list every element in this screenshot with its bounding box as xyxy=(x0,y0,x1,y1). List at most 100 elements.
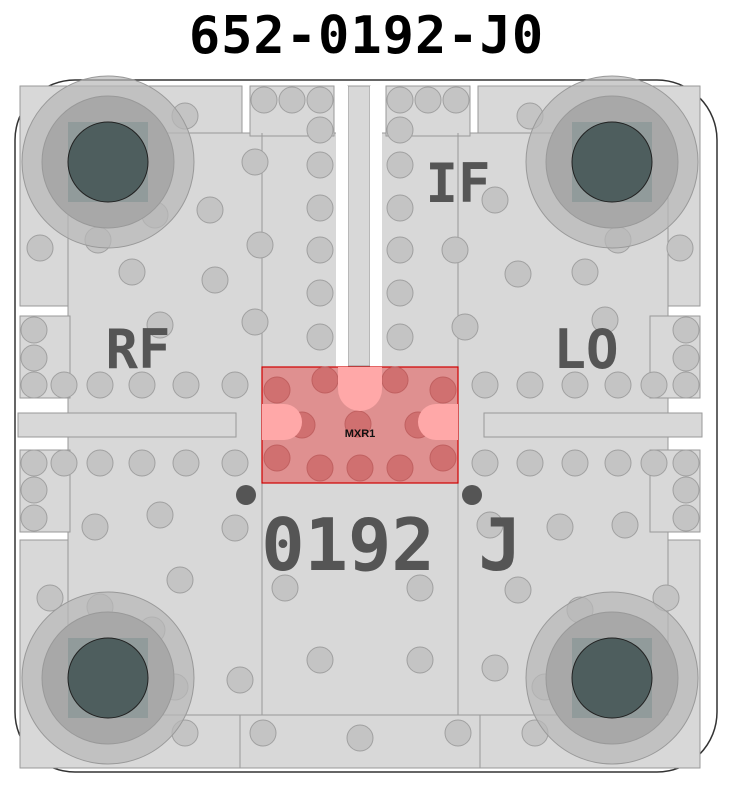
via xyxy=(306,279,334,307)
via xyxy=(386,116,414,144)
via xyxy=(611,511,639,539)
via xyxy=(146,311,174,339)
via xyxy=(241,148,269,176)
via xyxy=(20,316,48,344)
rf-label: RF xyxy=(105,318,170,381)
chip-via xyxy=(381,366,409,394)
via xyxy=(221,371,249,399)
via xyxy=(546,513,574,541)
rf-pad xyxy=(262,404,302,440)
via xyxy=(241,308,269,336)
via xyxy=(471,449,499,477)
via xyxy=(672,449,700,477)
via xyxy=(221,514,249,542)
via xyxy=(86,371,114,399)
via xyxy=(672,504,700,532)
via xyxy=(20,449,48,477)
copper-region xyxy=(347,85,371,367)
if-label: IF xyxy=(425,152,490,215)
via xyxy=(386,236,414,264)
lo-label: LO xyxy=(553,318,618,381)
via xyxy=(640,371,668,399)
via xyxy=(306,646,334,674)
via xyxy=(406,646,434,674)
via xyxy=(166,566,194,594)
chip-via xyxy=(346,454,374,482)
lo-pad xyxy=(418,404,458,440)
via xyxy=(476,511,504,539)
via xyxy=(306,86,334,114)
via xyxy=(441,236,469,264)
gap xyxy=(370,86,382,368)
via xyxy=(271,574,299,602)
copper-region xyxy=(483,412,703,438)
via xyxy=(561,371,589,399)
via xyxy=(118,258,146,286)
mixer-chip: MXR1 xyxy=(261,366,459,484)
chip-via xyxy=(429,376,457,404)
chip-via xyxy=(386,454,414,482)
via xyxy=(604,449,632,477)
via xyxy=(444,719,472,747)
via xyxy=(50,371,78,399)
via xyxy=(306,151,334,179)
via xyxy=(504,260,532,288)
part-number-title: 652-0192-J0 xyxy=(188,6,545,66)
via xyxy=(201,266,229,294)
mounting-holes xyxy=(21,75,699,765)
via xyxy=(591,306,619,334)
via xyxy=(672,344,700,372)
via xyxy=(250,86,278,114)
via xyxy=(146,501,174,529)
via xyxy=(172,371,200,399)
mount-hole-icon xyxy=(571,637,653,719)
chip-via xyxy=(263,444,291,472)
via xyxy=(81,513,109,541)
via xyxy=(20,371,48,399)
via xyxy=(386,194,414,222)
copper-region xyxy=(17,412,237,438)
via xyxy=(86,449,114,477)
via xyxy=(666,234,694,262)
gap xyxy=(336,86,348,368)
chip-via xyxy=(311,366,339,394)
via xyxy=(346,724,374,752)
via xyxy=(278,86,306,114)
via xyxy=(406,574,434,602)
mount-hole-icon xyxy=(67,121,149,203)
mount-hole-icon xyxy=(571,121,653,203)
via xyxy=(128,371,156,399)
via xyxy=(504,576,532,604)
via xyxy=(128,449,156,477)
via xyxy=(481,186,509,214)
via xyxy=(442,86,470,114)
via xyxy=(471,371,499,399)
via xyxy=(571,258,599,286)
via xyxy=(516,371,544,399)
via xyxy=(386,323,414,351)
via xyxy=(386,151,414,179)
via xyxy=(249,719,277,747)
if-pad xyxy=(338,367,382,411)
via xyxy=(226,666,254,694)
via xyxy=(672,316,700,344)
chip-via xyxy=(306,454,334,482)
via xyxy=(386,86,414,114)
via xyxy=(672,476,700,504)
fiducial xyxy=(236,485,256,505)
via xyxy=(50,449,78,477)
via xyxy=(414,86,442,114)
via xyxy=(516,449,544,477)
part-code-label: 0192 xyxy=(261,503,434,587)
via xyxy=(36,584,64,612)
chip-via xyxy=(429,444,457,472)
via xyxy=(306,323,334,351)
via xyxy=(20,504,48,532)
via xyxy=(26,234,54,262)
via xyxy=(386,279,414,307)
via xyxy=(604,371,632,399)
via xyxy=(196,196,224,224)
via xyxy=(20,476,48,504)
via xyxy=(172,449,200,477)
